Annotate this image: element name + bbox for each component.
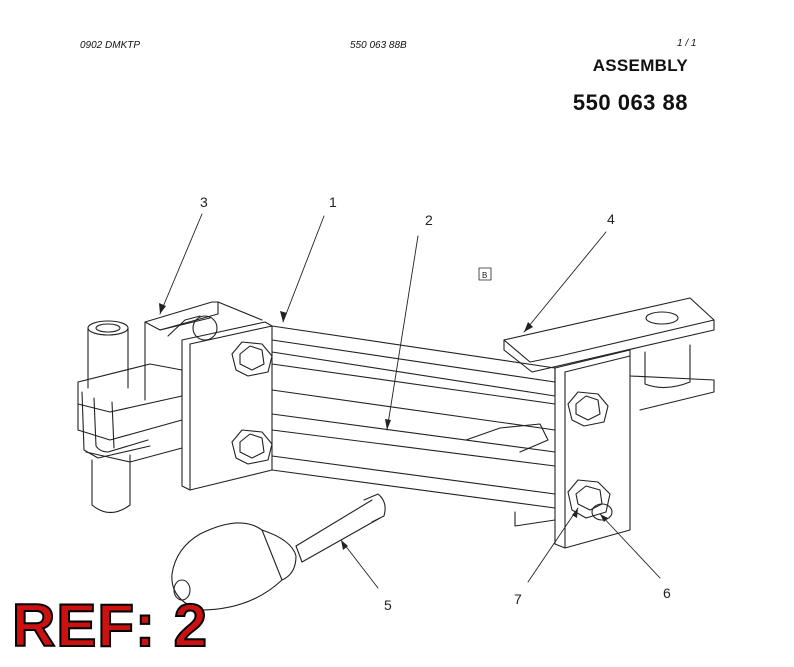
ref-label: REF: 2: [11, 592, 209, 659]
left-pivot-tube: [87, 320, 131, 514]
callout-labels: 3 1 2 4 5 6 7 B: [200, 194, 671, 613]
assembly-part-number: 550 063 88: [572, 90, 688, 115]
clamp-block: [144, 301, 263, 401]
callout-2: 2: [425, 212, 433, 228]
callout-4: 4: [607, 211, 615, 227]
left-mounting-plate: [181, 321, 273, 491]
right-lower-nut: [567, 479, 613, 521]
callout-7: 7: [514, 591, 522, 607]
header-left-code: 0902 DMKTP: [80, 40, 141, 51]
leader-line-5: [340, 539, 379, 589]
callout-5: 5: [384, 597, 392, 613]
page-indicator: 1 / 1: [677, 38, 697, 49]
lower-square-tube: [271, 413, 556, 527]
leader-line-4: [523, 231, 607, 333]
leader-line-7: [527, 507, 579, 583]
leader-line-2: [386, 235, 419, 431]
detail-marker-label: B: [482, 271, 487, 280]
upper-square-tube: [271, 325, 556, 431]
header-center-code: 550 063 88B: [350, 40, 407, 51]
leader-arrowheads: [159, 303, 608, 550]
callout-1: 1: [329, 194, 337, 210]
callout-3: 3: [200, 194, 208, 210]
left-lower-nut: [231, 429, 273, 465]
right-mounting-plate: [503, 297, 715, 549]
left-clamp-bracket: [77, 363, 183, 463]
leader-lines: [159, 213, 661, 589]
assembly-heading: ASSEMBLY: [592, 56, 688, 75]
leader-line-1: [282, 215, 325, 323]
leader-line-3: [159, 213, 203, 315]
left-upper-nut: [231, 341, 273, 377]
callout-6: 6: [663, 585, 671, 601]
detail-marker-box: [478, 267, 492, 281]
right-upper-nut: [567, 391, 609, 427]
leader-line-6: [599, 513, 661, 579]
